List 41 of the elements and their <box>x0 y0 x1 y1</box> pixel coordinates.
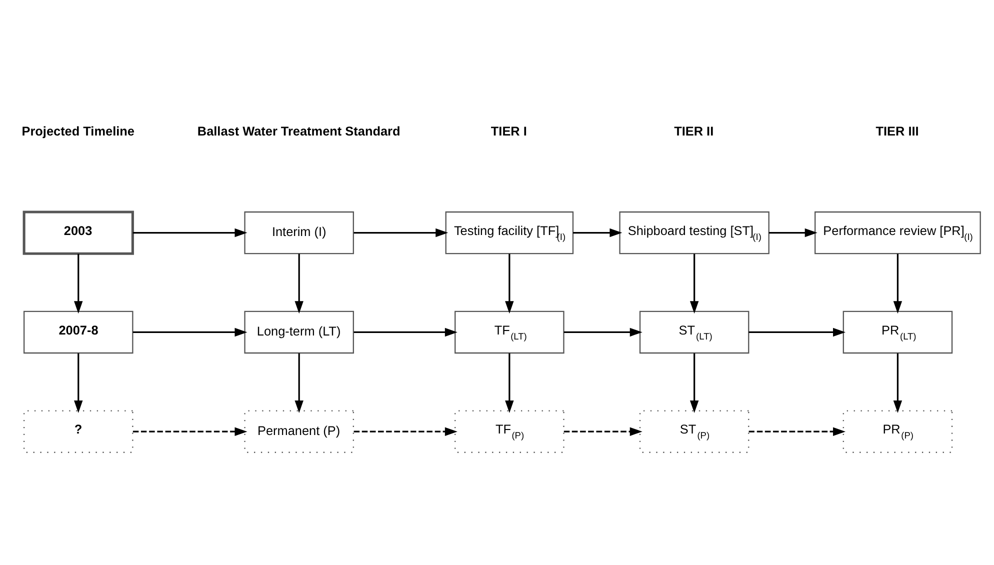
arrow <box>748 427 846 436</box>
arrow <box>354 228 448 238</box>
arrow <box>690 353 699 413</box>
node-box: 2003 <box>22 210 134 255</box>
arrow <box>132 427 248 436</box>
label: Projected Timeline <box>22 124 134 139</box>
node-box: Permanent (P) <box>244 410 354 453</box>
node-box: TF$_{(P)}$ <box>454 410 564 453</box>
label: TIER I <box>490 124 527 139</box>
arrow <box>294 254 304 314</box>
arrow <box>564 328 642 337</box>
label: Ballast Water Treatment Standard <box>197 124 400 139</box>
arrow <box>690 254 699 314</box>
arrow <box>132 328 248 337</box>
arrow <box>354 427 458 436</box>
arrow <box>294 353 304 413</box>
arrow <box>893 254 902 314</box>
node-box: TF$_{(LT)}$ <box>454 310 564 354</box>
node-box: 2007-8 <box>23 310 134 354</box>
arrow <box>74 254 83 314</box>
node-box: PR$_{(LT)}$ <box>842 310 953 354</box>
arrow <box>505 353 514 413</box>
node-box: ? <box>23 410 134 453</box>
arrow <box>354 328 458 337</box>
node-box: ST$_{(P)}$ <box>639 410 750 453</box>
arrow <box>564 427 642 436</box>
arrow <box>505 254 514 314</box>
label: TIER II <box>674 124 714 139</box>
arrow <box>893 353 902 413</box>
arrow <box>768 228 818 238</box>
arrow <box>748 328 846 337</box>
arrow <box>74 353 83 413</box>
node-box: PR$_{(P)}$ <box>842 410 953 453</box>
label: TIER III <box>876 124 919 139</box>
node-box: Interim (I) <box>244 211 354 254</box>
node-box: Performance review [PR]$_{(I)}$ <box>814 211 981 254</box>
node-box: Long-term (LT) <box>244 310 354 354</box>
arrow <box>132 228 248 238</box>
node-box: ST$_{(LT)}$ <box>639 310 750 354</box>
node-box: Shipboard testing [ST]$_{(I)}$ <box>619 211 770 254</box>
arrow <box>573 228 622 238</box>
